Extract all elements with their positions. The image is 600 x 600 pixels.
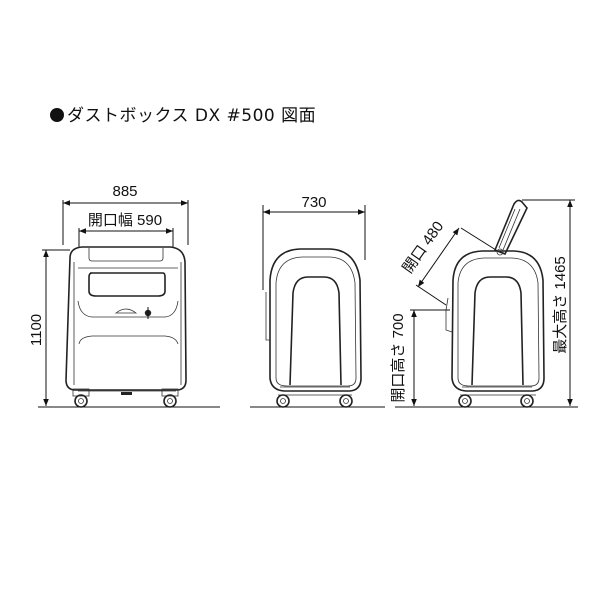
open-lid bbox=[493, 199, 528, 256]
max-height-dimension: 最大高さ 1465 bbox=[522, 199, 575, 406]
opening-dimension: 開口 480 bbox=[399, 218, 497, 306]
open-lid-view: 開口 480 開口高さ 700 最大高さ 1465 bbox=[390, 199, 578, 408]
opening-label: 開口 480 bbox=[399, 218, 447, 276]
caster-wheel bbox=[339, 394, 353, 408]
height-label: 1100 bbox=[28, 314, 45, 346]
opening-width-dimension: 開口幅 590 bbox=[78, 212, 174, 248]
caster-wheel bbox=[163, 394, 177, 408]
drawing-title-text: ダストボックス DX #500 図面 bbox=[67, 106, 317, 126]
drawing-title: ダストボックス DX #500 図面 bbox=[50, 101, 316, 126]
caster-wheel bbox=[74, 394, 88, 408]
height-dimension: 1100 bbox=[28, 249, 70, 406]
caster-wheel bbox=[458, 394, 472, 408]
side-view: 730 bbox=[250, 194, 385, 408]
caster-wheel bbox=[520, 394, 534, 408]
width-dimension: 885 bbox=[62, 183, 189, 245]
width-label: 885 bbox=[112, 183, 137, 200]
front-view: 885 開口幅 590 1100 bbox=[28, 183, 220, 408]
max-height-label: 最大高さ 1465 bbox=[552, 256, 569, 354]
bullet-icon bbox=[50, 108, 64, 122]
opening-width-label: 開口幅 590 bbox=[88, 212, 162, 229]
depth-label: 730 bbox=[301, 194, 326, 211]
opening-height-label: 開口高さ 700 bbox=[390, 313, 407, 402]
depth-dimension: 730 bbox=[262, 194, 366, 290]
caster-wheel bbox=[276, 394, 290, 408]
opening-height-dimension: 開口高さ 700 bbox=[390, 309, 450, 406]
